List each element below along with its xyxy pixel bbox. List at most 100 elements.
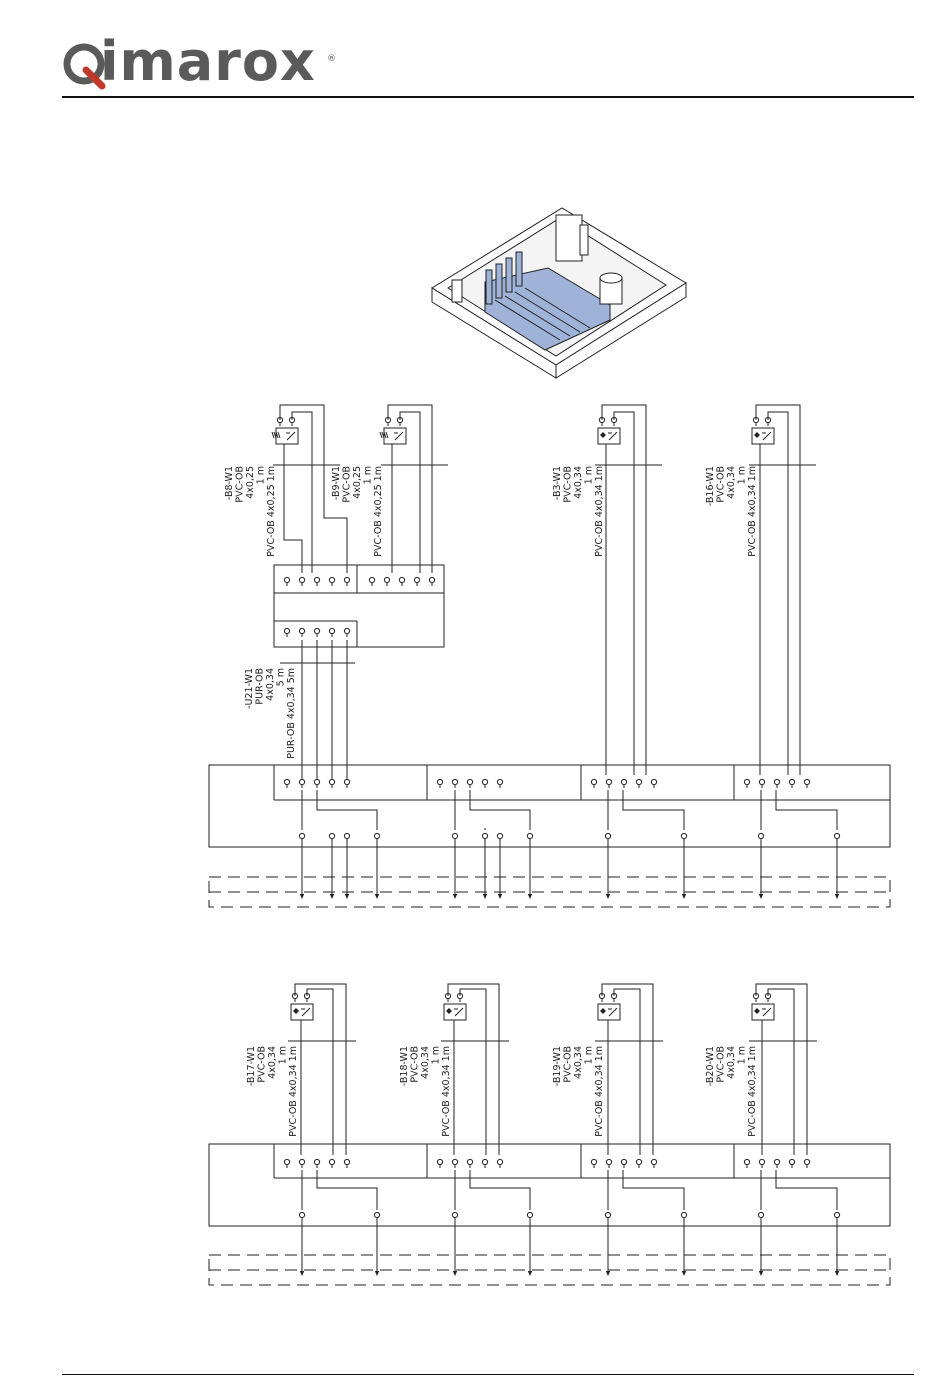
cable-label: PVC-OB 4x0,34 1m xyxy=(747,1046,758,1137)
cable-label: PVC-OB xyxy=(563,1046,574,1083)
connector-pin xyxy=(413,576,421,584)
connector-pin xyxy=(650,778,658,786)
cable-label: -B18-W1 xyxy=(399,1046,410,1086)
connector-pin xyxy=(590,778,598,786)
cable-label: 1 m xyxy=(278,1046,289,1064)
connector-pin xyxy=(526,1211,534,1219)
connector-pin xyxy=(451,778,459,786)
sensor-hatch xyxy=(271,431,275,439)
sensor-hatch xyxy=(385,431,389,439)
connector-pin xyxy=(451,1158,459,1166)
cable-label: 1 m xyxy=(737,1046,748,1064)
cable-label: -B8-W1 xyxy=(224,466,235,500)
wire xyxy=(469,1170,531,1210)
cable-label: 1 m xyxy=(584,466,595,484)
cable-label: PVC-OB xyxy=(257,1046,268,1083)
cable-label: -B16-W1 xyxy=(705,466,716,506)
wire xyxy=(316,790,378,830)
connector-pin xyxy=(298,778,306,786)
wire-loop xyxy=(601,404,647,465)
sensor-diamond-icon xyxy=(754,1008,760,1014)
cable-label: PUR-OB 4x0,34 5m xyxy=(286,668,297,759)
wire-loop xyxy=(387,404,433,465)
cable-label: PUR-OB xyxy=(255,668,266,705)
cable-label: -B19-W1 xyxy=(552,1046,563,1086)
field-bus-dashed xyxy=(208,876,891,908)
arrow-head xyxy=(344,894,350,899)
registered-mark: ® xyxy=(327,54,336,64)
connector-pin xyxy=(680,832,688,840)
cable-label: -B3-W1 xyxy=(552,466,563,500)
cable-label: 5 m xyxy=(276,668,287,686)
connector-pin xyxy=(526,832,534,840)
sensor-hatch xyxy=(381,431,385,439)
cable-label: 1 m xyxy=(431,1046,442,1064)
wire-loop xyxy=(613,411,635,465)
wire-loop xyxy=(279,404,325,465)
connector-pin xyxy=(283,1158,291,1166)
arrow-head xyxy=(834,894,840,899)
sensor-switch xyxy=(286,431,296,441)
cable-label: PVC-OB xyxy=(716,466,727,503)
wire xyxy=(323,465,348,573)
connector-pin xyxy=(604,1211,612,1219)
connector-pin xyxy=(283,576,291,584)
arrow-head xyxy=(299,1271,305,1276)
cable-label: 4x0,34 xyxy=(726,1046,737,1079)
cable-label: -B17-W1 xyxy=(246,1046,257,1086)
wire xyxy=(469,790,531,830)
brand-logo-icon xyxy=(63,43,106,90)
cable-label: 4x0,34 xyxy=(573,1046,584,1079)
connector-pin xyxy=(496,1158,504,1166)
arrow-head xyxy=(299,894,305,899)
connector-pin xyxy=(343,627,351,635)
connector-pin xyxy=(635,1158,643,1166)
cable-label: 1 m xyxy=(256,466,267,484)
connector-pin xyxy=(757,1211,765,1219)
connector-pin xyxy=(757,832,765,840)
terminal-strip xyxy=(208,1143,891,1227)
wire-loop xyxy=(306,988,334,1155)
connector-pin xyxy=(833,832,841,840)
arrow-head xyxy=(374,894,380,899)
connector-pin xyxy=(298,627,306,635)
connector-pin xyxy=(773,1158,781,1166)
arrow-head xyxy=(758,894,764,899)
arrow-head xyxy=(497,894,503,899)
connector-pin xyxy=(590,1158,598,1166)
connector-pin xyxy=(758,778,766,786)
wire-loop xyxy=(291,411,313,465)
wire xyxy=(775,790,838,830)
sensor-box xyxy=(290,1003,314,1021)
sensor-box xyxy=(751,427,775,445)
connector-pin xyxy=(328,627,336,635)
connector-pin xyxy=(466,1158,474,1166)
connector-pin xyxy=(313,627,321,635)
connector-pin xyxy=(298,832,306,840)
sensor-switch xyxy=(608,1007,618,1017)
cable-label: PVC-OB xyxy=(342,466,353,503)
cable-label: PVC-OB xyxy=(410,1046,421,1083)
sensor-diamond-icon xyxy=(754,432,760,438)
connector-pin xyxy=(803,1158,811,1166)
sensor-box xyxy=(443,1003,467,1021)
wire xyxy=(316,1170,378,1210)
sensor-hatch xyxy=(383,431,387,439)
cable-label: PVC-OB xyxy=(235,466,246,503)
sensor-switch xyxy=(762,431,772,441)
connector-pin xyxy=(328,778,336,786)
machine-illustration-icon xyxy=(431,207,687,379)
cable-label: 1 m xyxy=(363,466,374,484)
sensor-diamond-icon xyxy=(600,1008,606,1014)
sensor-box xyxy=(597,1003,621,1021)
wire-loop xyxy=(755,983,808,1155)
connector-pin xyxy=(620,1158,628,1166)
arrow-head xyxy=(605,1271,611,1276)
arrow-head xyxy=(527,894,533,899)
arrow-head xyxy=(758,1271,764,1276)
connector-pin xyxy=(604,832,612,840)
cable-label: 4x0,34 xyxy=(573,466,584,499)
terminal-strip xyxy=(208,764,891,848)
wire xyxy=(622,1170,685,1210)
